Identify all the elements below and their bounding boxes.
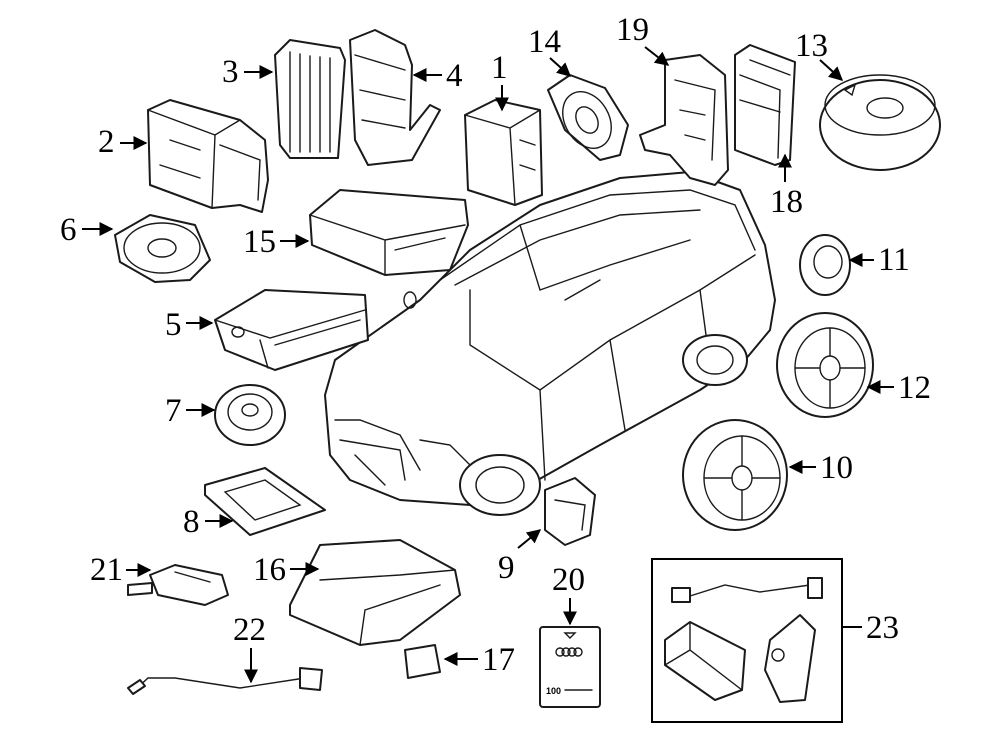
part-3-amplifier bbox=[274, 39, 346, 159]
part-16-tray bbox=[289, 539, 461, 646]
part-9-connector bbox=[544, 477, 596, 546]
callout-8: 8 bbox=[183, 504, 234, 540]
callout-17: 17 bbox=[443, 642, 515, 678]
part-19-bracket bbox=[639, 54, 729, 186]
part-21-key-fob bbox=[127, 564, 229, 606]
part-4-bracket-module bbox=[349, 29, 441, 166]
callout-label-18: 18 bbox=[770, 184, 803, 220]
part-7-speaker bbox=[214, 384, 286, 446]
callout-7: 7 bbox=[165, 393, 216, 429]
part-17-cover bbox=[404, 644, 441, 679]
part-22-cable bbox=[127, 667, 323, 695]
part-13-subwoofer bbox=[819, 74, 941, 171]
card-logo-text: 100 bbox=[546, 686, 561, 696]
callout-2: 2 bbox=[98, 124, 148, 160]
callout-label-17: 17 bbox=[482, 642, 515, 678]
callout-label-23: 23 bbox=[866, 610, 899, 646]
callout-label-20: 20 bbox=[552, 562, 585, 598]
callout-label-7: 7 bbox=[165, 393, 182, 429]
part-15-head-unit bbox=[309, 189, 469, 276]
callout-label-19: 19 bbox=[616, 12, 649, 48]
callout-18: 18 bbox=[770, 153, 803, 220]
callout-22: 22 bbox=[233, 612, 266, 684]
callout-16: 16 bbox=[253, 552, 320, 588]
callout-label-21: 21 bbox=[90, 552, 123, 588]
part-8-bezel bbox=[204, 467, 326, 536]
callout-label-2: 2 bbox=[98, 124, 115, 160]
part-18-module bbox=[734, 44, 796, 166]
callout-20: 20 bbox=[552, 562, 585, 626]
callout-3: 3 bbox=[222, 54, 274, 90]
vehicle-outline bbox=[324, 171, 776, 516]
callout-label-16: 16 bbox=[253, 552, 286, 588]
callout-21: 21 bbox=[90, 552, 152, 588]
callout-label-5: 5 bbox=[165, 307, 182, 343]
callout-10: 10 bbox=[788, 450, 853, 486]
part-5-radio bbox=[214, 289, 369, 371]
part-6-speaker bbox=[114, 214, 211, 283]
callout-4: 4 bbox=[412, 58, 463, 94]
callout-label-4: 4 bbox=[446, 58, 463, 94]
callout-11: 11 bbox=[848, 242, 910, 278]
part-12-speaker bbox=[776, 312, 874, 418]
callout-label-6: 6 bbox=[60, 212, 77, 248]
part-14-speaker bbox=[547, 74, 629, 161]
callout-23: 23 bbox=[842, 610, 899, 646]
callout-9: 9 bbox=[498, 529, 542, 586]
callout-label-15: 15 bbox=[243, 224, 276, 260]
callout-label-11: 11 bbox=[878, 242, 910, 278]
part-1-control-module bbox=[464, 99, 543, 206]
part-20-manual-card: 100 bbox=[539, 626, 601, 708]
callout-13: 13 bbox=[795, 28, 844, 81]
callout-label-13: 13 bbox=[795, 28, 828, 64]
callout-15: 15 bbox=[243, 224, 310, 260]
callout-label-22: 22 bbox=[233, 612, 266, 648]
part-2-amplifier bbox=[147, 99, 269, 213]
callout-label-1: 1 bbox=[491, 50, 508, 86]
callout-14: 14 bbox=[528, 24, 572, 77]
part-11-tweeter bbox=[799, 234, 851, 296]
callout-12: 12 bbox=[866, 370, 931, 406]
part-10-speaker bbox=[682, 419, 788, 531]
callout-19: 19 bbox=[616, 12, 670, 66]
callout-label-3: 3 bbox=[222, 54, 239, 90]
callout-label-9: 9 bbox=[498, 550, 515, 586]
callout-label-12: 12 bbox=[898, 370, 931, 406]
callout-label-10: 10 bbox=[820, 450, 853, 486]
callout-label-14: 14 bbox=[528, 24, 561, 60]
callout-5: 5 bbox=[165, 307, 214, 343]
callout-label-8: 8 bbox=[183, 504, 200, 540]
callout-6: 6 bbox=[60, 212, 114, 248]
callout-1: 1 bbox=[491, 50, 509, 112]
inset-box-23 bbox=[651, 558, 843, 723]
